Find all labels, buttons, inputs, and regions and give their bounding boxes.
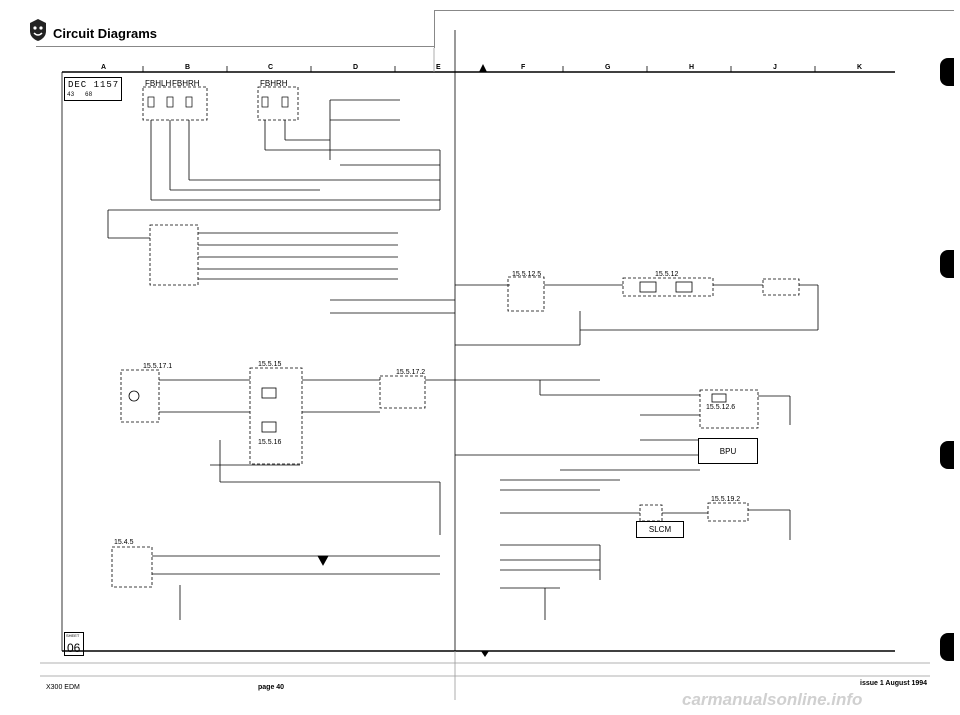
ref-label: 15.5.17.1 [143,363,173,370]
column-letter: A [101,64,107,71]
ref-label: 15.5.17.2 [396,369,426,376]
footer-page: page 40 [258,684,285,691]
ref-label: 15.4.5 [114,539,134,546]
ref-label: 15.5.19.2 [711,496,741,503]
column-letter: H [689,64,695,71]
fbhrh-label-2: FBHRH [260,79,288,88]
stamp-date: DEC 1157 [68,80,120,90]
column-letter: D [353,64,359,71]
ref-label: 15.5.12.6 [706,404,736,411]
footer-doc: X300 EDM [46,684,80,691]
sheet-number: 06 [67,641,81,655]
ref-label: 15.5.16 [258,439,282,446]
bpu-module: BPU [698,438,758,464]
stamp-ref: 43 68 [67,91,93,98]
column-letter: K [857,64,863,71]
ref-label: 15.5.12.5 [512,271,542,278]
sheet-label: SHEET [66,633,80,638]
column-letter: B [185,64,191,71]
ref-label: 15.5.12 [655,271,679,278]
footer-issue: issue 1 August 1994 [860,680,928,687]
column-letter: E [436,64,441,71]
side-tab-1 [940,58,954,86]
side-tab-2 [940,250,954,278]
column-letter: G [605,64,611,71]
header-divider [434,10,435,48]
ref-label: 15.5.15 [258,361,282,368]
header-rule [36,46,434,47]
side-tab-3 [940,441,954,469]
column-letter: J [773,64,777,71]
date-stamp: DEC 1157 43 68 [64,77,122,101]
jaguar-head-icon [30,19,46,41]
fbhlh-label: FBHLH [145,79,172,88]
top-rule [434,10,954,11]
fbhrh-label: FBHRH [172,79,200,88]
slcm-module: SLCM [636,521,684,538]
watermark: carmanualsonline.info [682,690,863,709]
column-letter: F [521,64,526,71]
side-tab-4 [940,633,954,661]
page-title: Circuit Diagrams [53,26,158,41]
sheet-number-box: SHEET 06 [64,632,84,656]
column-letter: C [268,64,274,71]
